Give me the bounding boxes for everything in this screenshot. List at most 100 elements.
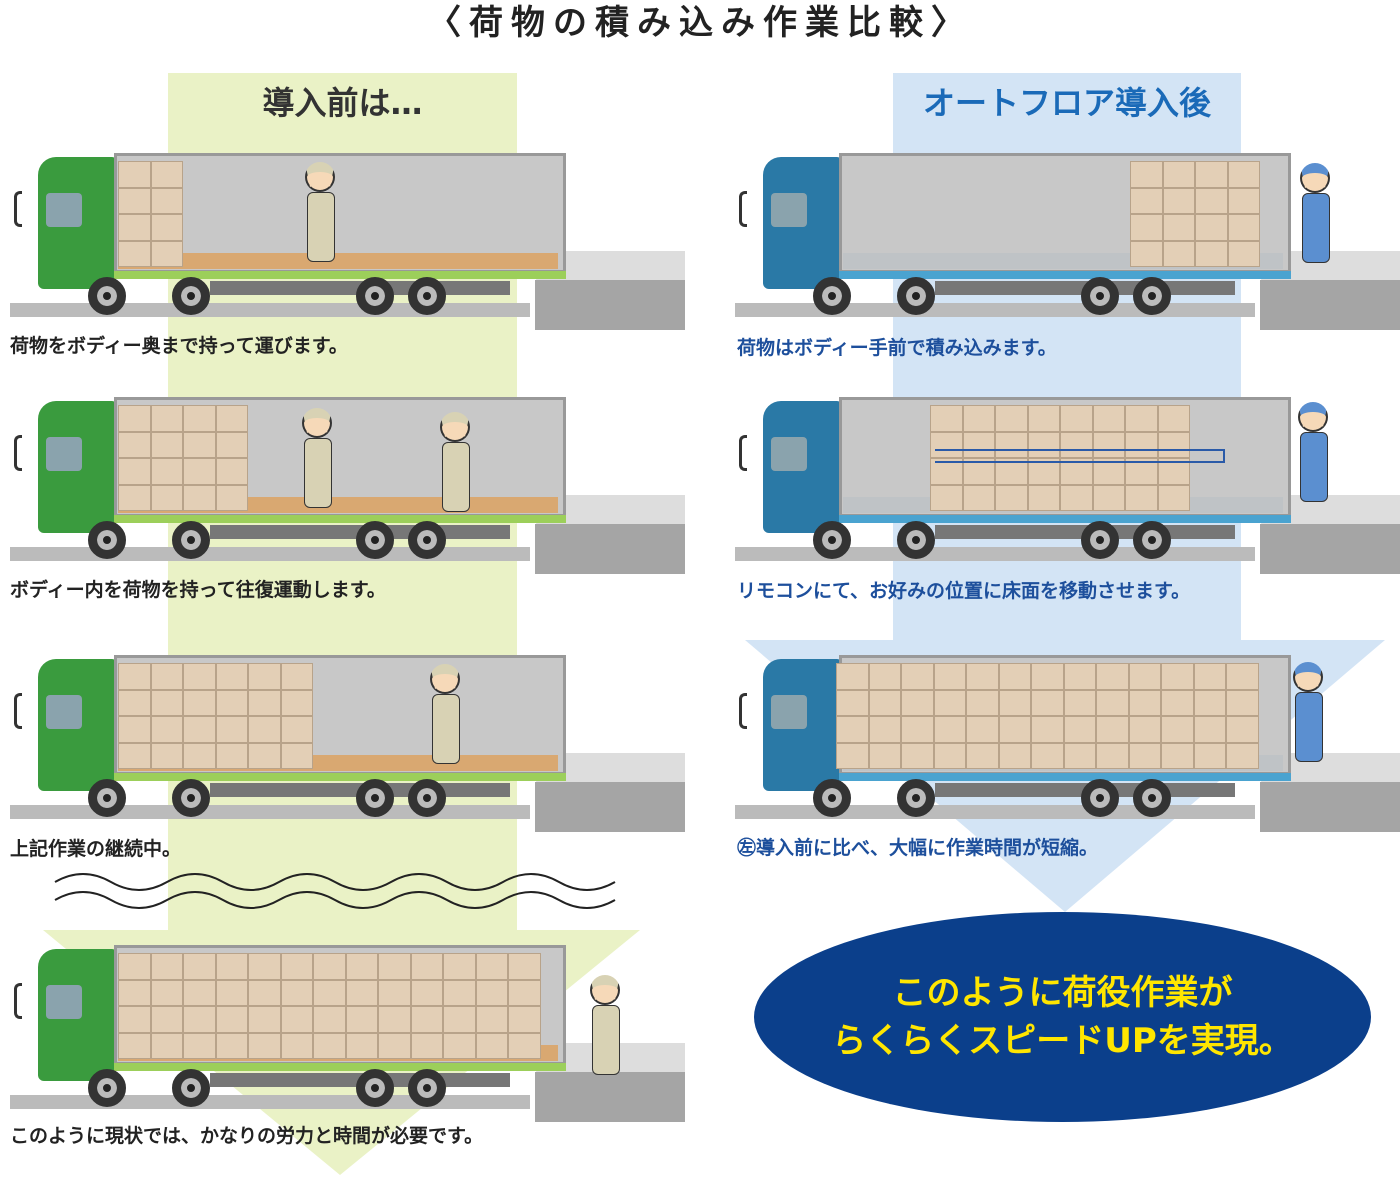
- cargo-box: [1162, 240, 1195, 267]
- cargo-box: [118, 953, 151, 980]
- cargo-box: [475, 953, 508, 980]
- cargo-box: [901, 663, 934, 690]
- cargo-box: [313, 979, 346, 1006]
- cargo-box: [995, 405, 1028, 432]
- wheel: [356, 1069, 394, 1107]
- cargo-box: [1195, 187, 1228, 214]
- cargo-box: [345, 979, 378, 1006]
- cargo-box: [150, 161, 183, 188]
- cargo-box: [901, 742, 934, 769]
- move-arrow-icon: [935, 449, 1225, 463]
- mirror: [14, 435, 22, 471]
- ground: [735, 547, 1255, 561]
- cab-window: [771, 437, 807, 471]
- cargo-box: [378, 1032, 411, 1059]
- cargo-box: [995, 484, 1028, 511]
- cargo-box: [150, 484, 183, 511]
- cab-window: [46, 985, 82, 1019]
- cargo-box: [215, 953, 248, 980]
- cab-window: [771, 193, 807, 227]
- cargo-box: [475, 1032, 508, 1059]
- cargo-box: [410, 953, 443, 980]
- truck: [10, 397, 570, 567]
- wheel: [897, 277, 935, 315]
- cargo-box: [1195, 161, 1228, 188]
- cargo-box: [378, 953, 411, 980]
- cargo-box: [1027, 484, 1060, 511]
- cargo-box: [280, 979, 313, 1006]
- cargo-box: [995, 431, 1028, 458]
- worker-body: [304, 438, 332, 508]
- cargo-box: [1027, 431, 1060, 458]
- mirror: [739, 693, 747, 729]
- cargo-box: [248, 663, 281, 690]
- cargo-box: [1031, 716, 1064, 743]
- cargo-box: [1162, 187, 1195, 214]
- cargo-box: [1096, 663, 1129, 690]
- cargo-box: [966, 716, 999, 743]
- worker-body: [307, 192, 335, 262]
- wheel: [88, 1069, 126, 1107]
- cargo-box: [1130, 187, 1163, 214]
- cargo-box: [248, 689, 281, 716]
- cargo-box: [1027, 405, 1060, 432]
- ground: [10, 805, 530, 819]
- cargo-box: [1157, 405, 1190, 432]
- cargo-box: [345, 1006, 378, 1033]
- cargo-box: [1060, 405, 1093, 432]
- mirror: [739, 191, 747, 227]
- ground: [10, 547, 530, 561]
- cargo-box: [215, 663, 248, 690]
- conclusion-line-2: らくらくスピードUPを実現。: [832, 1021, 1293, 1061]
- before-step-1-caption: 荷物をボディー奥まで持って運びます。: [10, 335, 348, 357]
- cargo-box: [475, 1006, 508, 1033]
- wheel: [1081, 779, 1119, 817]
- cargo-box: [1193, 716, 1226, 743]
- worker-head: [440, 412, 470, 442]
- worker-body: [1295, 692, 1323, 762]
- wheel: [1133, 521, 1171, 559]
- cargo-box: [933, 663, 966, 690]
- worker-head: [305, 162, 335, 192]
- cargo-box: [836, 663, 869, 690]
- wheel: [172, 521, 210, 559]
- cargo-box: [280, 1032, 313, 1059]
- cargo-box: [280, 716, 313, 743]
- cargo-box: [1195, 214, 1228, 241]
- cargo-box: [150, 663, 183, 690]
- cargo-box: [183, 979, 216, 1006]
- cargo-box: [215, 716, 248, 743]
- cab-window: [46, 695, 82, 729]
- worker-body: [1300, 432, 1328, 502]
- ground: [10, 303, 530, 317]
- wheel: [408, 521, 446, 559]
- worker-head: [1298, 402, 1328, 432]
- cargo-box: [1162, 214, 1195, 241]
- cargo-box: [966, 663, 999, 690]
- cargo-box: [443, 1006, 476, 1033]
- wheel: [172, 779, 210, 817]
- wheel: [356, 277, 394, 315]
- wheel: [813, 521, 851, 559]
- cargo-box: [1125, 405, 1158, 432]
- after-step-3-caption: ㊧導入前に比べ、大幅に作業時間が短縮。: [737, 837, 1099, 859]
- tired-worker-head: [590, 975, 620, 1005]
- wheel: [1133, 779, 1171, 817]
- worker-head: [302, 408, 332, 438]
- cargo-box: [118, 689, 151, 716]
- cargo-box: [836, 689, 869, 716]
- worker-head: [430, 664, 460, 694]
- cargo-box: [998, 663, 1031, 690]
- cargo-box: [118, 161, 151, 188]
- cargo-box: [1161, 689, 1194, 716]
- cargo-box: [998, 716, 1031, 743]
- cargo-box: [868, 689, 901, 716]
- cargo-box: [150, 240, 183, 267]
- wheel: [356, 779, 394, 817]
- cargo-box: [215, 1006, 248, 1033]
- ground: [735, 303, 1255, 317]
- wheel: [1081, 521, 1119, 559]
- worker-body: [432, 694, 460, 764]
- cargo-box: [962, 484, 995, 511]
- truck: [735, 655, 1295, 825]
